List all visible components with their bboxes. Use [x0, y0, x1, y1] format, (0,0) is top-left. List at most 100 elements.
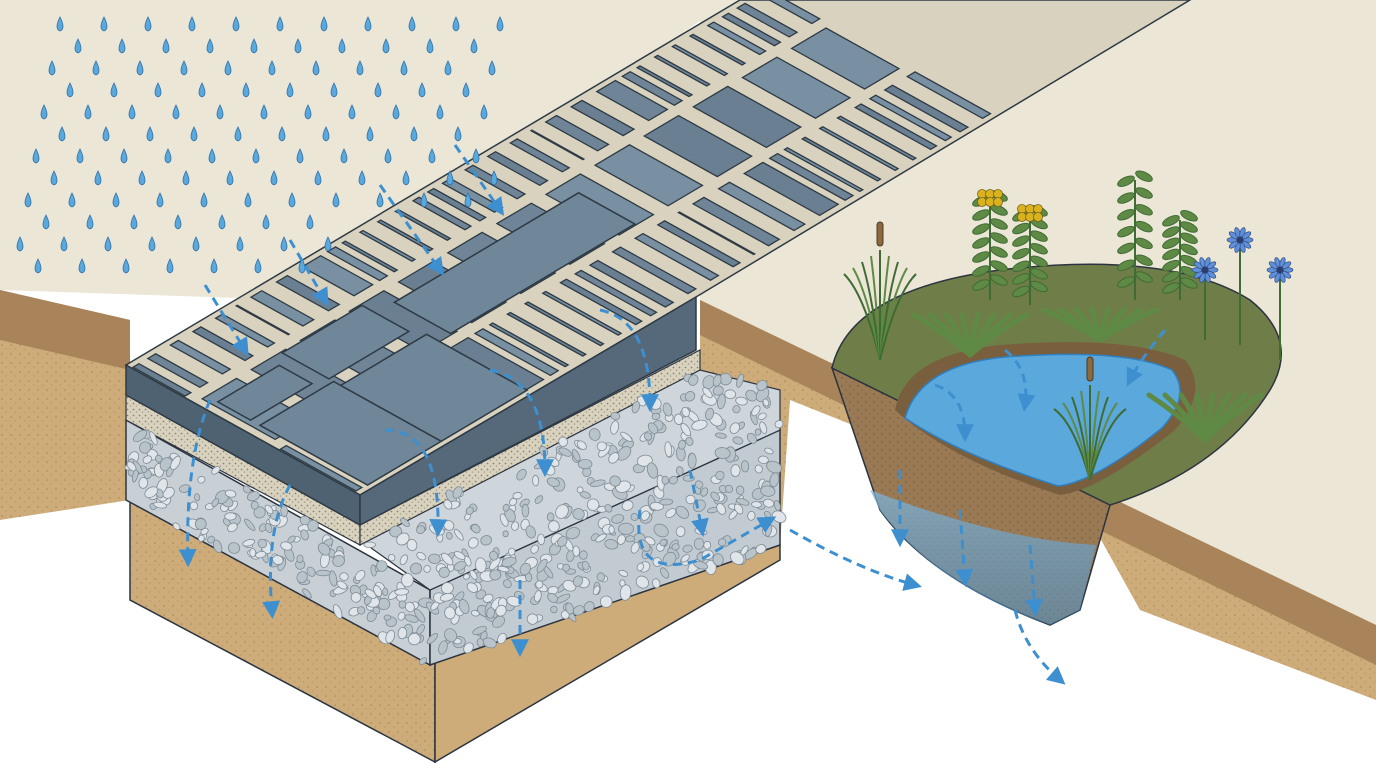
gravel-stone [547, 592, 559, 603]
grass-blade [1089, 408, 1127, 481]
leaf [1030, 242, 1048, 255]
paver-tile [473, 328, 560, 377]
gravel-stone [714, 432, 727, 439]
rain-drop [144, 16, 152, 32]
leaf [1162, 237, 1180, 249]
gravel-stone [755, 386, 770, 403]
rain-drop [426, 38, 434, 54]
leaf [1135, 254, 1153, 266]
gravel-stone [579, 550, 588, 560]
gravel-stone [389, 525, 402, 538]
gravel-stone [463, 642, 474, 654]
rain-drop [270, 170, 278, 186]
gravel-stone [354, 570, 366, 582]
gravel-stone [636, 454, 653, 467]
gravel-stone [526, 613, 539, 625]
gravel-stone [382, 587, 389, 596]
gravel-stone [516, 468, 527, 481]
paver-tile [234, 304, 291, 336]
paver-tile [800, 136, 882, 182]
gravel-stone [495, 604, 507, 617]
gravel-stone [227, 542, 241, 554]
gravel-stone [565, 527, 581, 540]
gravel-stone [404, 601, 415, 613]
gravel-stone [142, 455, 153, 464]
gravel-stone [453, 551, 466, 560]
gravel-stone [643, 432, 653, 441]
leaf [1162, 248, 1180, 261]
paver-tile [633, 232, 720, 281]
gravel-stone [401, 572, 414, 588]
paver-tile [741, 56, 852, 119]
paver-tile [279, 444, 364, 492]
gravel-stone [189, 501, 199, 511]
rain-drop [94, 170, 102, 186]
gravel-stone [198, 534, 205, 542]
rain-drop [254, 258, 262, 274]
gravel-stone [475, 557, 487, 573]
leaf [1012, 285, 1030, 298]
gravel-stone [272, 555, 284, 565]
gravel-stone [687, 452, 697, 469]
gravel-stone [458, 598, 470, 615]
gravel-stone [372, 606, 381, 615]
gravel-stone [747, 510, 756, 521]
leaf [972, 209, 990, 221]
leaf [990, 246, 1008, 258]
paver-tile [906, 71, 992, 120]
gravel-stone [426, 633, 439, 645]
paver-grid [131, 0, 992, 492]
garden-plants [843, 170, 1294, 481]
rain-drop [92, 60, 100, 76]
rain-drop [32, 148, 40, 164]
gravel-stone [714, 447, 731, 460]
gravel-stone [572, 545, 581, 557]
gravel-stone [257, 538, 268, 549]
rain-drop [348, 104, 356, 120]
rain-drop [454, 126, 462, 142]
gravel-stone [530, 544, 539, 554]
paver-tile [506, 311, 587, 357]
rain-drop [74, 38, 82, 54]
paver-tile [768, 152, 855, 201]
rain-drop [324, 236, 332, 252]
gravel-stone [693, 537, 705, 550]
gravel-stone [732, 436, 744, 445]
gravel-stone [599, 595, 613, 608]
leaf [1162, 226, 1180, 238]
gravel-stone [546, 512, 555, 522]
gravel-stone [730, 551, 745, 565]
gravel-stone [144, 486, 159, 499]
rain-drop [444, 60, 452, 76]
paver-tile [721, 12, 782, 47]
rain-drop [392, 104, 400, 120]
gravel-stone [407, 632, 421, 646]
leaf [1012, 222, 1030, 235]
leaf [990, 274, 1008, 286]
rain-drop [288, 192, 296, 208]
paver-tile [671, 44, 729, 77]
rain-drop [154, 82, 162, 98]
rain-drop [470, 38, 478, 54]
gravel-stone [618, 522, 634, 535]
goldenrod-bloom [993, 197, 1003, 207]
rain-drop [234, 126, 242, 142]
gravel-stone [555, 504, 569, 519]
rain-drop [480, 104, 488, 120]
gravel-stone [397, 627, 408, 640]
gravel-stone [264, 522, 273, 534]
rain-drop [16, 236, 24, 252]
leaf [1117, 276, 1135, 288]
gravel-stone [126, 461, 137, 472]
gravel-stone [766, 460, 782, 474]
gravel-stone [616, 534, 626, 545]
rain-drop [418, 82, 426, 98]
gravel-stone [482, 593, 494, 603]
gravel-stone [511, 521, 519, 531]
flow-arrow [955, 509, 974, 588]
rain-drop [462, 82, 470, 98]
gravel-stone [675, 526, 686, 537]
rain-drop [162, 38, 170, 54]
leaf [1012, 247, 1030, 260]
gravel-stone [476, 638, 485, 648]
